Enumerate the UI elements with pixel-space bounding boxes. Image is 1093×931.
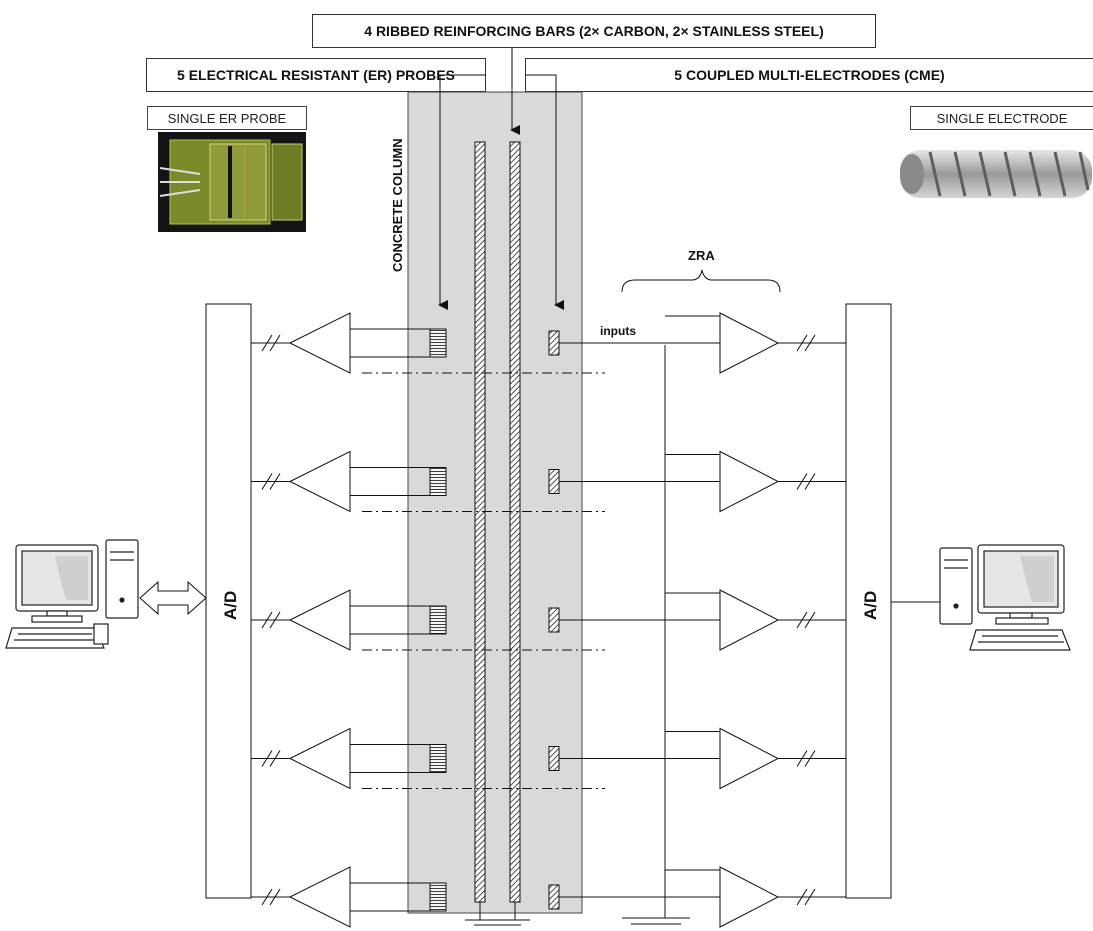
er-amplifier <box>288 727 351 790</box>
electrode-photo <box>900 150 1092 198</box>
bus-slash <box>796 334 808 352</box>
bus-slash <box>796 611 808 629</box>
ad-converter-left <box>205 303 252 899</box>
zra-label: ZRA <box>688 248 715 263</box>
computer-left-icon <box>5 539 139 649</box>
er-probe <box>429 744 447 773</box>
bus-slash <box>804 750 816 767</box>
bus-slash <box>269 611 281 629</box>
bus-slash <box>804 888 816 906</box>
er-probe-photo <box>158 132 306 232</box>
bus-slash <box>804 473 816 490</box>
zra-amplifier <box>719 866 780 928</box>
cme-label: 5 COUPLED MULTI-ELECTRODES (CME) <box>525 58 1093 92</box>
bus-slash <box>261 750 273 767</box>
rebars-label: 4 RIBBED REINFORCING BARS (2× CARBON, 2×… <box>312 14 876 48</box>
bidirectional-arrow-icon <box>139 580 207 616</box>
bus-slash <box>269 888 281 906</box>
er-probe <box>429 605 447 635</box>
er-arrow <box>438 74 486 310</box>
single-er-probe-label: SINGLE ER PROBE <box>147 106 307 130</box>
ad-left-label: A/D <box>221 591 240 620</box>
cme-electrode <box>548 330 560 356</box>
zra-amplifier <box>719 312 780 374</box>
cme-electrode <box>548 469 560 494</box>
bus-slash <box>261 611 273 629</box>
bus-slash <box>261 334 273 352</box>
inputs-label: inputs <box>600 324 636 338</box>
bus-slash <box>269 334 281 352</box>
computer-right-icon <box>939 544 1071 651</box>
bus-slash <box>269 473 281 490</box>
cme-arrow <box>525 74 564 310</box>
er-probe <box>429 467 447 496</box>
single-electrode-label: SINGLE ELECTRODE <box>910 106 1093 130</box>
ground-icon-right <box>622 345 690 925</box>
zra-amplifier <box>719 450 780 513</box>
bus-slash <box>261 473 273 490</box>
ad-converter-right <box>845 303 892 899</box>
concrete-column <box>407 91 583 914</box>
zra-brace <box>621 269 781 293</box>
zra-amplifier <box>719 727 780 790</box>
er-probe <box>429 882 447 912</box>
ad-right-label: A/D <box>861 591 880 620</box>
concrete-column-label: CONCRETE COLUMN <box>390 138 405 272</box>
cme-electrode <box>548 884 560 910</box>
bus-slash <box>796 888 808 906</box>
er-amplifier <box>288 450 351 513</box>
cme-electrode <box>548 746 560 771</box>
zra-amplifier <box>719 589 780 651</box>
er-amplifier <box>288 866 351 928</box>
bus-slash <box>796 750 808 767</box>
er-amplifier <box>288 589 351 651</box>
bus-slash <box>261 888 273 906</box>
bus-slash <box>269 750 281 767</box>
er-probes-label: 5 ELECTRICAL RESISTANT (ER) PROBES <box>146 58 486 92</box>
cme-electrode <box>548 607 560 633</box>
er-amplifier <box>288 312 351 374</box>
er-probe <box>429 328 447 358</box>
bus-slash <box>804 611 816 629</box>
bus-slash <box>804 334 816 352</box>
ground-icon <box>465 902 530 926</box>
bus-slash <box>796 473 808 490</box>
